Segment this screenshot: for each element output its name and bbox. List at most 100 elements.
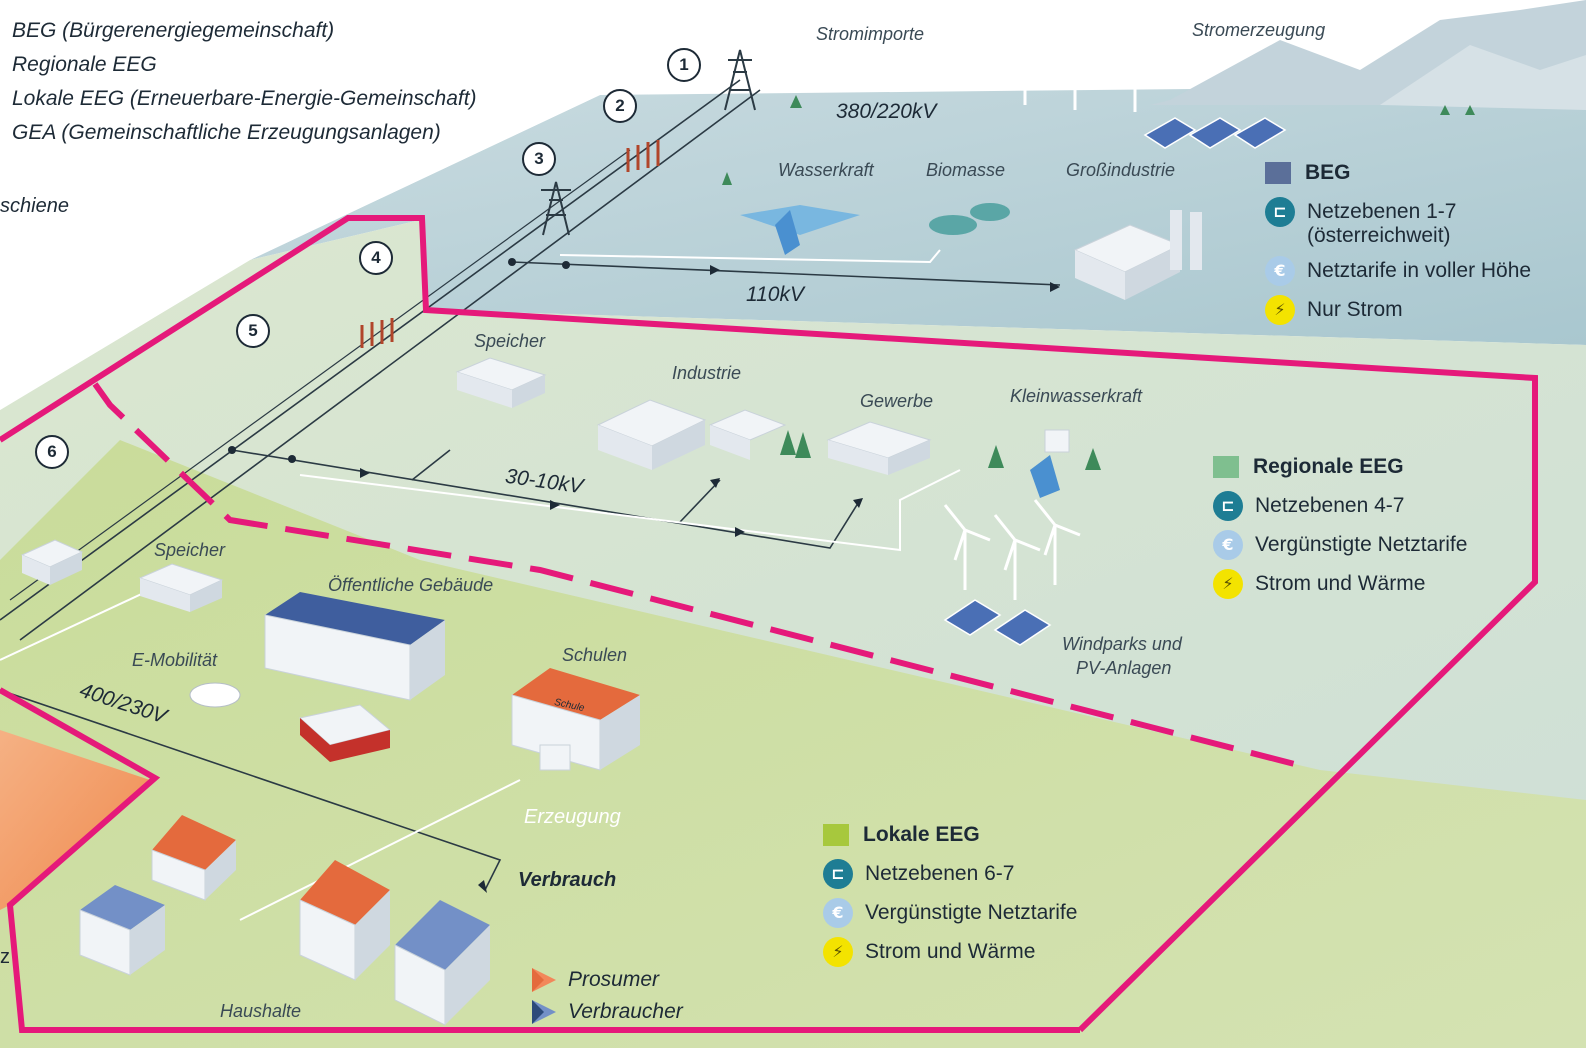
beg-item-oesterreichweit: (österreichweit) (1307, 224, 1451, 247)
lokal-eeg-dashed-border (92, 382, 1311, 771)
regional-title: Regionale EEG (1253, 454, 1404, 478)
regional-swatch (1213, 455, 1239, 478)
grid-icon: ⊏ (1265, 196, 1295, 227)
beg-key: BEG ⊏ Netzebenen 1-7 (österreichweit) € Ne… (1265, 153, 1531, 329)
wind-turbine-icon (943, 31, 1159, 600)
white-upper-left (0, 0, 600, 410)
marker-3: 3 (522, 142, 556, 176)
community-type-legend: BEG (Bürgerenergiegemeinschaft) Regional… (12, 14, 477, 150)
euro-icon: € (1265, 255, 1295, 286)
buildings (20, 203, 1202, 1026)
label-speicher-low: Speicher (154, 540, 226, 560)
public-building (264, 592, 445, 701)
storage-building-low (138, 563, 224, 612)
substation-building (20, 539, 84, 585)
verbraucher-label: Verbraucher (568, 1000, 683, 1023)
lokale-eeg-key: Lokale EEG ⊏ Netzebenen 6-7 € Vergünstigte… (823, 815, 1077, 971)
lightning-icon: ⚡ (1265, 294, 1295, 325)
legend-gea: GEA (Gemeinschaftliche Erzeugungsanlagen… (12, 121, 441, 144)
label-kleinwasserkraft: Kleinwasserkraft (1010, 386, 1143, 406)
label-110kv: 110kV (746, 283, 804, 306)
marker-6: 6 (35, 435, 69, 469)
lightning-icon: ⚡ (823, 936, 853, 967)
regional-item-waerme: Strom und Wärme (1255, 571, 1426, 595)
grid-icon: ⊏ (1213, 490, 1243, 521)
marker-2: 2 (603, 89, 637, 123)
label-stromerzeugung: Stromerzeugung (1192, 20, 1326, 40)
euro-icon: € (1213, 529, 1243, 560)
label-biomasse: Biomasse (926, 160, 1006, 180)
regional-item-netzebenen: Netzebenen 4-7 (1255, 493, 1405, 517)
return-lines (0, 249, 961, 921)
lokal-level-plane (0, 440, 1586, 1048)
prosumer-icon (532, 968, 556, 992)
legend-lokale-eeg: Lokale EEG (Erneuerbare-Energie-Gemeinsc… (12, 87, 477, 110)
marker-5: 5 (236, 314, 270, 348)
lokal-item-netztarife: Vergünstigte Netztarife (865, 900, 1078, 924)
bus-icon (298, 704, 392, 762)
label-wasserkraft: Wasserkraft (778, 160, 874, 180)
car-icon (189, 682, 241, 708)
beg-item-netztarife: Netztarife in voller Höhe (1307, 258, 1532, 282)
marker-4: 4 (359, 241, 393, 275)
lokal-swatch (823, 823, 849, 846)
verbraucher-icon (532, 1000, 556, 1024)
beg-level-plane (250, 85, 1586, 345)
grid-nodes (228, 258, 570, 463)
hydro-dam (740, 205, 860, 255)
commerce-building (826, 421, 932, 475)
mountains-far (1380, 45, 1586, 110)
euro-icon: € (823, 897, 853, 928)
transformer-icon (360, 140, 660, 348)
regional-eeg-border (0, 215, 1538, 1033)
label-stromimporte: Stromimporte (816, 24, 925, 44)
school-building (511, 668, 640, 771)
small-hydro (1030, 429, 1070, 498)
community-borders (0, 215, 1538, 1033)
beg-swatch (1265, 161, 1291, 184)
storage-building-top (455, 357, 547, 408)
label-oeffentliche-gebaeude: Öffentliche Gebäude (328, 575, 494, 595)
regional-eeg-key: Regionale EEG ⊏ Netzebenen 4-7 € Vergünsti… (1213, 447, 1467, 603)
legend-beg: BEG (Bürgerenergiegemeinschaft) (12, 19, 335, 42)
cut-off-text-bottom: z (0, 946, 10, 968)
trees (722, 95, 1475, 470)
label-e-mobilitaet: E-Mobilität (132, 650, 218, 670)
prosumer-legend: Prosumer Verbraucher (532, 964, 683, 1028)
label-gewerbe: Gewerbe (860, 391, 934, 411)
label-windparks: Windparks und (1062, 634, 1182, 654)
label-grossindustrie: Großindustrie (1066, 160, 1176, 180)
label-verbrauch: Verbrauch (518, 869, 617, 891)
industry-building (596, 399, 787, 470)
lokal-item-waerme: Strom und Wärme (865, 939, 1036, 963)
label-pv-anlagen: PV-Anlagen (1076, 658, 1172, 678)
flow-arrows (360, 265, 1060, 893)
house-icon (79, 815, 490, 1026)
lokal-title: Lokale EEG (863, 822, 980, 846)
power-lines (0, 79, 1061, 891)
label-speicher-top: Speicher (474, 331, 546, 351)
legend-regional-eeg: Regionale EEG (12, 53, 157, 76)
regional-item-netztarife: Vergünstigte Netztarife (1255, 532, 1468, 556)
beg-title: BEG (1305, 160, 1351, 184)
label-380-220kv: 380/220kV (836, 100, 937, 123)
factory-icon (1073, 210, 1202, 300)
solar-panel-icon (943, 117, 1287, 646)
biomass-plant (929, 203, 1010, 235)
lokal-eeg-border (0, 687, 1080, 1033)
lokal-item-netzebenen: Netzebenen 6-7 (865, 861, 1015, 885)
lightning-icon: ⚡ (1213, 568, 1243, 599)
label-erzeugung: Erzeugung (524, 806, 621, 828)
label-schulen: Schulen (562, 645, 628, 665)
orange-area (0, 730, 150, 910)
pylon-icon (541, 49, 756, 236)
marker-1: 1 (667, 48, 701, 82)
cut-off-text: schiene (0, 195, 69, 217)
label-haushalte: Haushalte (220, 1001, 302, 1021)
beg-item-netzebenen: Netzebenen 1-7 (1307, 199, 1457, 223)
beg-item-strom: Nur Strom (1307, 297, 1403, 321)
label-industrie: Industrie (672, 363, 742, 383)
prosumer-label: Prosumer (568, 968, 660, 991)
grid-icon: ⊏ (823, 858, 853, 889)
